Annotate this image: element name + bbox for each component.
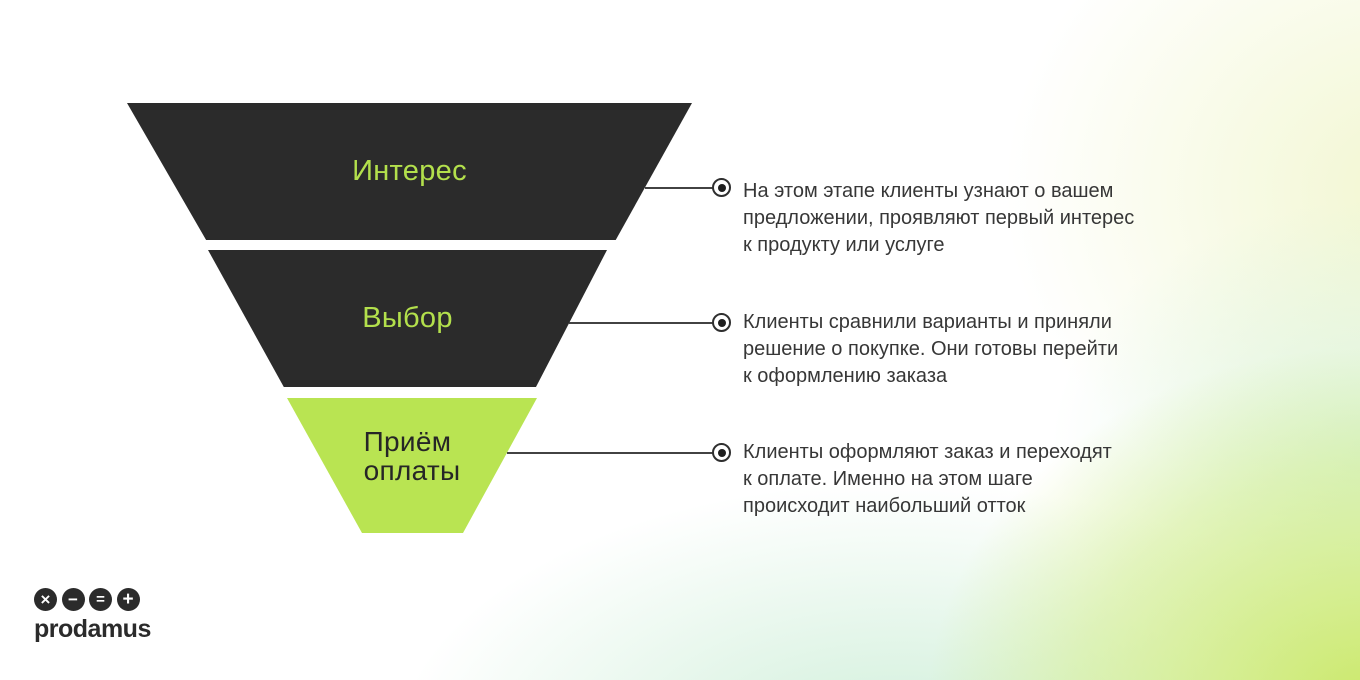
stage-label-interest: Интерес <box>352 155 467 187</box>
connector-line-choice <box>569 322 713 324</box>
connector-line-interest <box>645 187 713 189</box>
funnel-stage-choice: Выбор <box>208 250 607 387</box>
bullet-dot <box>717 183 726 192</box>
bullet-dot <box>717 448 726 457</box>
stage-description-payment: Клиенты оформляют заказ и переходят к оп… <box>743 441 1112 517</box>
funnel-stage-payment: Приём оплаты <box>287 398 537 533</box>
funnel-stage-interest: Интерес <box>127 103 692 240</box>
plus-icon: + <box>116 588 140 611</box>
stage-description-choice: Клиенты сравнили варианты и приняли реше… <box>743 311 1119 387</box>
bullet-icon-payment <box>712 443 731 462</box>
stage-label-choice: Выбор <box>362 302 453 334</box>
stage-label-payment: Приём оплаты <box>363 425 461 486</box>
prodamus-logo: × − = + prodamus <box>34 588 151 644</box>
bullet-icon-interest <box>712 178 731 197</box>
multiply-icon: × <box>34 588 57 611</box>
bullet-dot <box>717 318 726 327</box>
logo-icons-row: × − = + <box>34 588 151 611</box>
stage-description-interest: На этом этапе клиенты узнают о вашем пре… <box>743 180 1135 256</box>
bullet-icon-choice <box>712 313 731 332</box>
logo-wordmark: prodamus <box>34 615 151 643</box>
minus-icon: − <box>61 588 85 611</box>
connector-line-payment <box>507 452 713 454</box>
equals-icon: = <box>89 588 112 611</box>
